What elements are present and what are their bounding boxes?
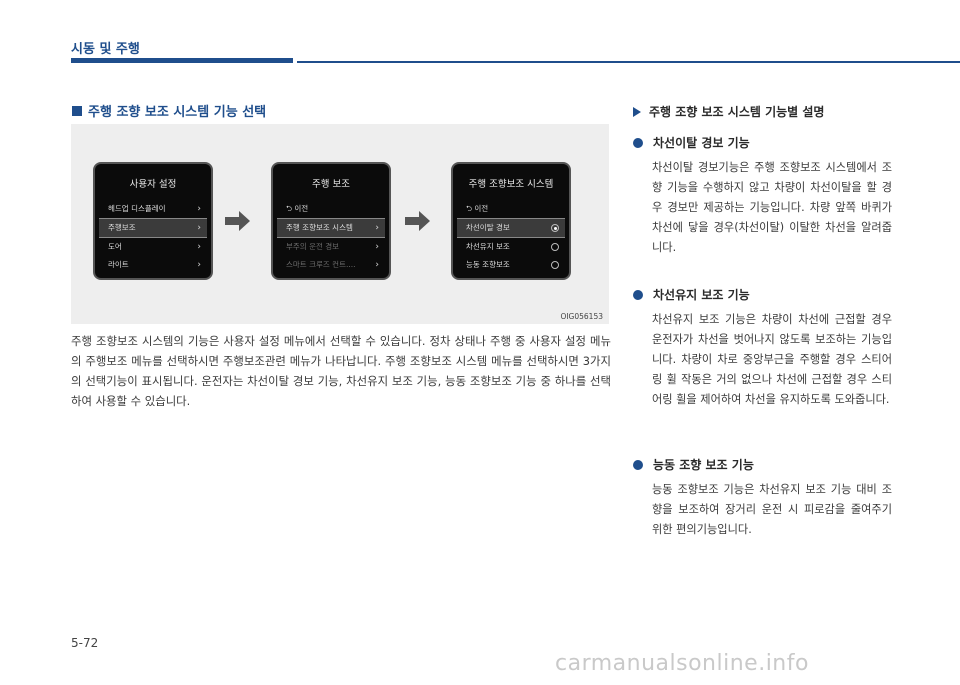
menu-item-driving-assist: 주행보조› [99,218,207,238]
radio-selected-icon [551,224,559,232]
menu-item-back: ⮌ 이전 [286,204,309,213]
chapter-header: 시동 및 주행 [71,42,140,57]
page-number: 5-72 [71,636,99,650]
intro-paragraph: 주행 조향보조 시스템의 기능은 사용자 설정 메뉴에서 선택할 수 있습니다.… [71,334,611,408]
circle-bullet-icon [633,289,643,300]
feature-text-lane-departure: 차선이탈 경보기능은 주행 조향보조 시스템에서 조향 기능을 수행하지 않고 … [652,161,892,254]
section-title: 주행 조향 보조 시스템 기능 선택 [72,101,266,120]
menu-item-light: 라이트› [99,256,207,274]
screen-driving-assist: 주행 보조 ⮌ 이전 주행 조향보조 시스템› 부주의 운전 경보› 스마트 크… [271,162,391,280]
right-section-title: 주행 조향 보조 시스템 기능별 설명 [633,103,824,120]
feature-heading-lane-keeping: 차선유지 보조 기능 [633,286,750,303]
menu-figure: 사용자 설정 헤드업 디스플레이› 주행보조› 도어› 라이트› 주행 보조 ⮌… [71,124,609,324]
chevron-right-icon: › [197,204,201,214]
menu-item-lane-keeping: 차선유지 보조 [457,238,565,256]
feature-heading-active-steering: 능동 조향 보조 기능 [633,456,754,473]
figure-code: OIG056153 [560,312,603,321]
section-title-text: 주행 조향 보조 시스템 기능 선택 [88,105,267,120]
menu-item-active-steering: 능동 조향보조 [457,256,565,274]
menu-item-hud: 헤드업 디스플레이› [99,200,207,218]
square-bullet-icon [72,105,82,116]
circle-bullet-icon [633,137,643,148]
back-icon: ⮌ [286,204,295,213]
chevron-right-icon: › [375,242,379,252]
radio-empty-icon [551,243,559,251]
watermark: carmanualsonline.info [555,651,809,676]
feature-heading-lane-departure: 차선이탈 경보 기능 [633,134,750,151]
triangle-bullet-icon [633,106,641,117]
chevron-right-icon: › [197,242,201,252]
menu-item-back: ⮌ 이전 [466,204,489,213]
screen-title: 주행 조향보조 시스템 [468,179,554,190]
chevron-right-icon: › [197,260,201,270]
chevron-right-icon: › [375,260,379,270]
header-rule-thin [297,61,960,63]
menu-item-inattention-warning: 부주의 운전 경보› [277,238,385,256]
screen-lane-steering: 주행 조향보조 시스템 ⮌ 이전 차선이탈 경보 차선유지 보조 능동 조향보조 [451,162,571,280]
chevron-right-icon: › [197,223,201,233]
feature-text-active-steering: 능동 조향보조 기능은 차선유지 보조 기능 대비 조향을 보조하여 장거리 운… [652,483,892,536]
menu-item-door: 도어› [99,238,207,256]
header-rule-thick [71,58,293,63]
feature-text-lane-keeping: 차선유지 보조 기능은 차량이 차선에 근접할 경우 운전자가 차선을 벗어나지… [652,313,892,406]
chevron-right-icon: › [375,223,379,233]
circle-bullet-icon [633,459,643,470]
menu-item-smart-cruise: 스마트 크루즈 컨트....› [277,256,385,274]
menu-item-lane-departure: 차선이탈 경보 [457,218,565,238]
screen-title: 주행 보조 [312,179,350,190]
screen-title: 사용자 설정 [129,179,177,190]
back-icon: ⮌ [466,204,475,213]
arrow-right-icon [225,211,250,231]
menu-item-lane-steering: 주행 조향보조 시스템› [277,218,385,238]
screen-user-settings: 사용자 설정 헤드업 디스플레이› 주행보조› 도어› 라이트› [93,162,213,280]
radio-empty-icon [551,261,559,269]
arrow-right-icon [405,211,430,231]
